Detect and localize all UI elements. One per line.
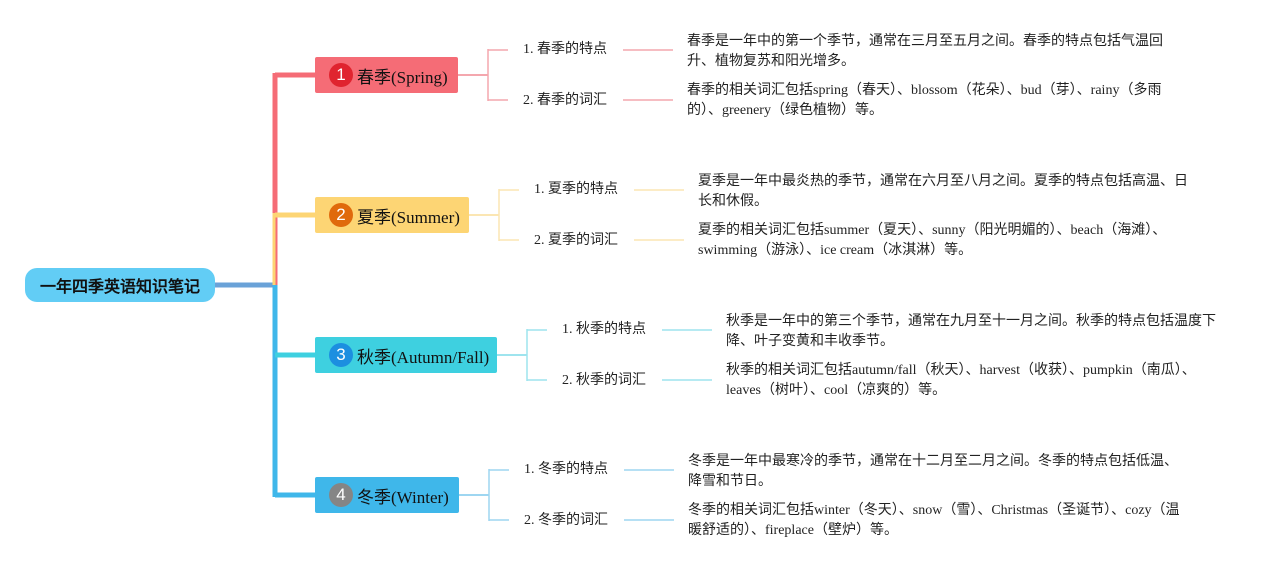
note-autumn-vocabulary: 秋季的相关词汇包括autumn/fall（秋天）、harvest（收获）、pum… <box>726 363 1196 398</box>
subtopic-summer-features[interactable]: 1. 夏季的特点 <box>534 182 618 197</box>
note-spring-features: 春季是一年中的第一个季节，通常在三月至五月之间。春季的特点包括气温回升、植物复苏… <box>687 34 1163 69</box>
root-topic[interactable]: 一年四季英语知识笔记 <box>25 268 215 302</box>
season-label: 冬季(Winter) <box>357 487 449 507</box>
note-winter-features: 冬季是一年中最寒冷的季节，通常在十二月至二月之间。冬季的特点包括低温、降雪和节日… <box>688 454 1178 489</box>
number-badge-icon: 2 <box>329 203 353 227</box>
season-node-spring[interactable]: 1 春季(Spring) <box>315 57 458 93</box>
season-label: 秋季(Autumn/Fall) <box>357 347 490 367</box>
season-node-autumn[interactable]: 3 秋季(Autumn/Fall) <box>315 337 497 373</box>
season-label: 夏季(Summer) <box>357 207 460 227</box>
note-autumn-features: 秋季是一年中的第三个季节，通常在九月至十一月之间。秋季的特点包括温度下降、叶子变… <box>726 314 1216 349</box>
season-label: 春季(Spring) <box>357 67 448 87</box>
note-summer-vocabulary: 夏季的相关词汇包括summer（夏天）、sunny（阳光明媚的）、beach（海… <box>698 223 1167 258</box>
number-badge-icon: 3 <box>329 343 353 367</box>
subtopic-summer-vocabulary[interactable]: 2. 夏季的词汇 <box>534 233 618 248</box>
subtopic-autumn-vocabulary[interactable]: 2. 秋季的词汇 <box>562 373 646 388</box>
note-spring-vocabulary: 春季的相关词汇包括spring（春天）、blossom（花朵）、bud（芽）、r… <box>687 83 1162 118</box>
note-winter-vocabulary: 冬季的相关词汇包括winter（冬天）、snow（雪）、Christmas（圣诞… <box>688 503 1180 538</box>
subtopic-winter-vocabulary[interactable]: 2. 冬季的词汇 <box>524 513 608 528</box>
note-summer-features: 夏季是一年中最炎热的季节，通常在六月至八月之间。夏季的特点包括高温、日长和休假。 <box>698 174 1188 209</box>
subtopic-winter-features[interactable]: 1. 冬季的特点 <box>524 462 608 477</box>
root-topic-label: 一年四季英语知识笔记 <box>39 277 200 296</box>
subtopic-spring-vocabulary[interactable]: 2. 春季的词汇 <box>523 93 607 108</box>
number-badge-icon: 1 <box>329 63 353 87</box>
subtopic-autumn-features[interactable]: 1. 秋季的特点 <box>562 322 646 337</box>
season-node-summer[interactable]: 2 夏季(Summer) <box>315 197 469 233</box>
season-node-winter[interactable]: 4 冬季(Winter) <box>315 477 459 513</box>
number-badge-icon: 4 <box>329 483 353 507</box>
subtopic-spring-features[interactable]: 1. 春季的特点 <box>523 42 607 57</box>
